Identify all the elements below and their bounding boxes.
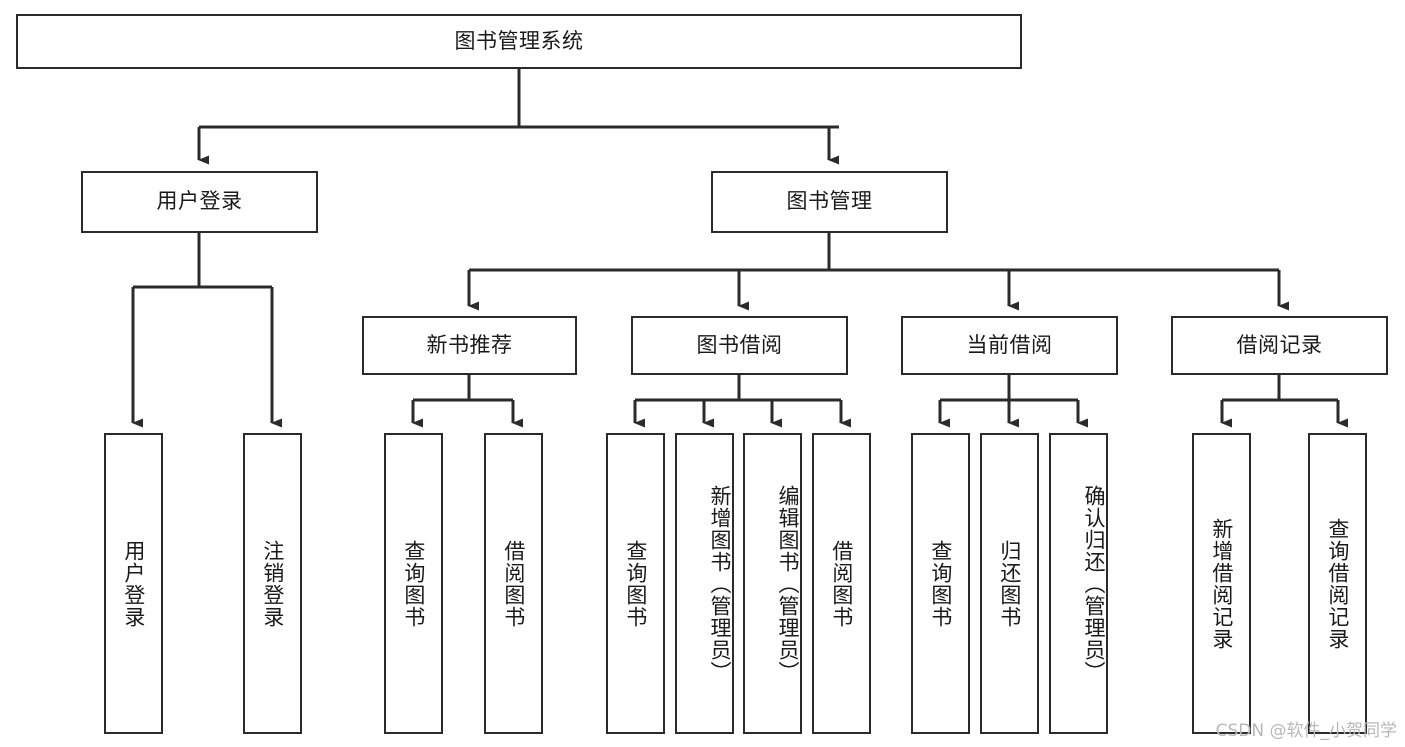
leaf-br-add-record[interactable]: 新增借阅记录: [1192, 433, 1251, 734]
leaf-cb-confirm-return-admin[interactable]: 确认归还（管理员）: [1049, 433, 1108, 734]
leaf-bb-add-book-admin-label: 新增图书（管理员）: [708, 485, 732, 683]
leaf-logout[interactable]: 注销登录: [243, 433, 302, 734]
node-user-login[interactable]: 用户登录: [81, 171, 318, 233]
leaf-bb-add-book-admin[interactable]: 新增图书（管理员）: [675, 433, 734, 734]
node-root-label: 图书管理系统: [454, 28, 584, 53]
leaf-nb-query-book[interactable]: 查询图书: [384, 433, 443, 734]
leaf-cb-confirm-return-admin-label: 确认归还（管理员）: [1082, 485, 1106, 683]
leaf-cb-return-book-label: 归还图书: [997, 539, 1022, 628]
leaf-br-query-record-label: 查询借阅记录: [1325, 517, 1350, 650]
leaf-user-login-label: 用户登录: [121, 539, 146, 628]
leaf-bb-borrow-book[interactable]: 借阅图书: [812, 433, 871, 734]
leaf-cb-query-book[interactable]: 查询图书: [911, 433, 970, 734]
leaf-bb-query-book-label: 查询图书: [623, 539, 648, 628]
leaf-bb-borrow-book-label: 借阅图书: [829, 539, 854, 628]
node-current-borrow-label: 当前借阅: [966, 332, 1053, 357]
node-current-borrow[interactable]: 当前借阅: [901, 316, 1118, 375]
node-root-book-management-system[interactable]: 图书管理系统: [16, 14, 1022, 69]
leaf-nb-borrow-book-label: 借阅图书: [501, 539, 526, 628]
leaf-nb-borrow-book[interactable]: 借阅图书: [484, 433, 543, 734]
node-book-management[interactable]: 图书管理: [711, 171, 948, 233]
node-borrow-record[interactable]: 借阅记录: [1171, 316, 1388, 375]
leaf-logout-label: 注销登录: [260, 539, 285, 628]
node-new-book-recommendation[interactable]: 新书推荐: [362, 316, 577, 375]
node-new-book-recommendation-label: 新书推荐: [426, 332, 513, 357]
leaf-bb-edit-book-admin[interactable]: 编辑图书（管理员）: [743, 433, 802, 734]
leaf-cb-query-book-label: 查询图书: [928, 539, 953, 628]
leaf-br-add-record-label: 新增借阅记录: [1209, 517, 1234, 650]
leaf-br-query-record[interactable]: 查询借阅记录: [1308, 433, 1367, 734]
leaf-bb-edit-book-admin-label: 编辑图书（管理员）: [776, 485, 800, 683]
node-book-borrow[interactable]: 图书借阅: [631, 316, 848, 375]
leaf-nb-query-book-label: 查询图书: [401, 539, 426, 628]
leaf-user-login[interactable]: 用户登录: [104, 433, 163, 734]
node-borrow-record-label: 借阅记录: [1236, 332, 1323, 357]
leaf-bb-query-book[interactable]: 查询图书: [606, 433, 665, 734]
node-book-borrow-label: 图书借阅: [696, 332, 783, 357]
leaf-cb-return-book[interactable]: 归还图书: [980, 433, 1039, 734]
node-user-login-label: 用户登录: [156, 189, 243, 214]
node-book-management-label: 图书管理: [786, 189, 873, 214]
